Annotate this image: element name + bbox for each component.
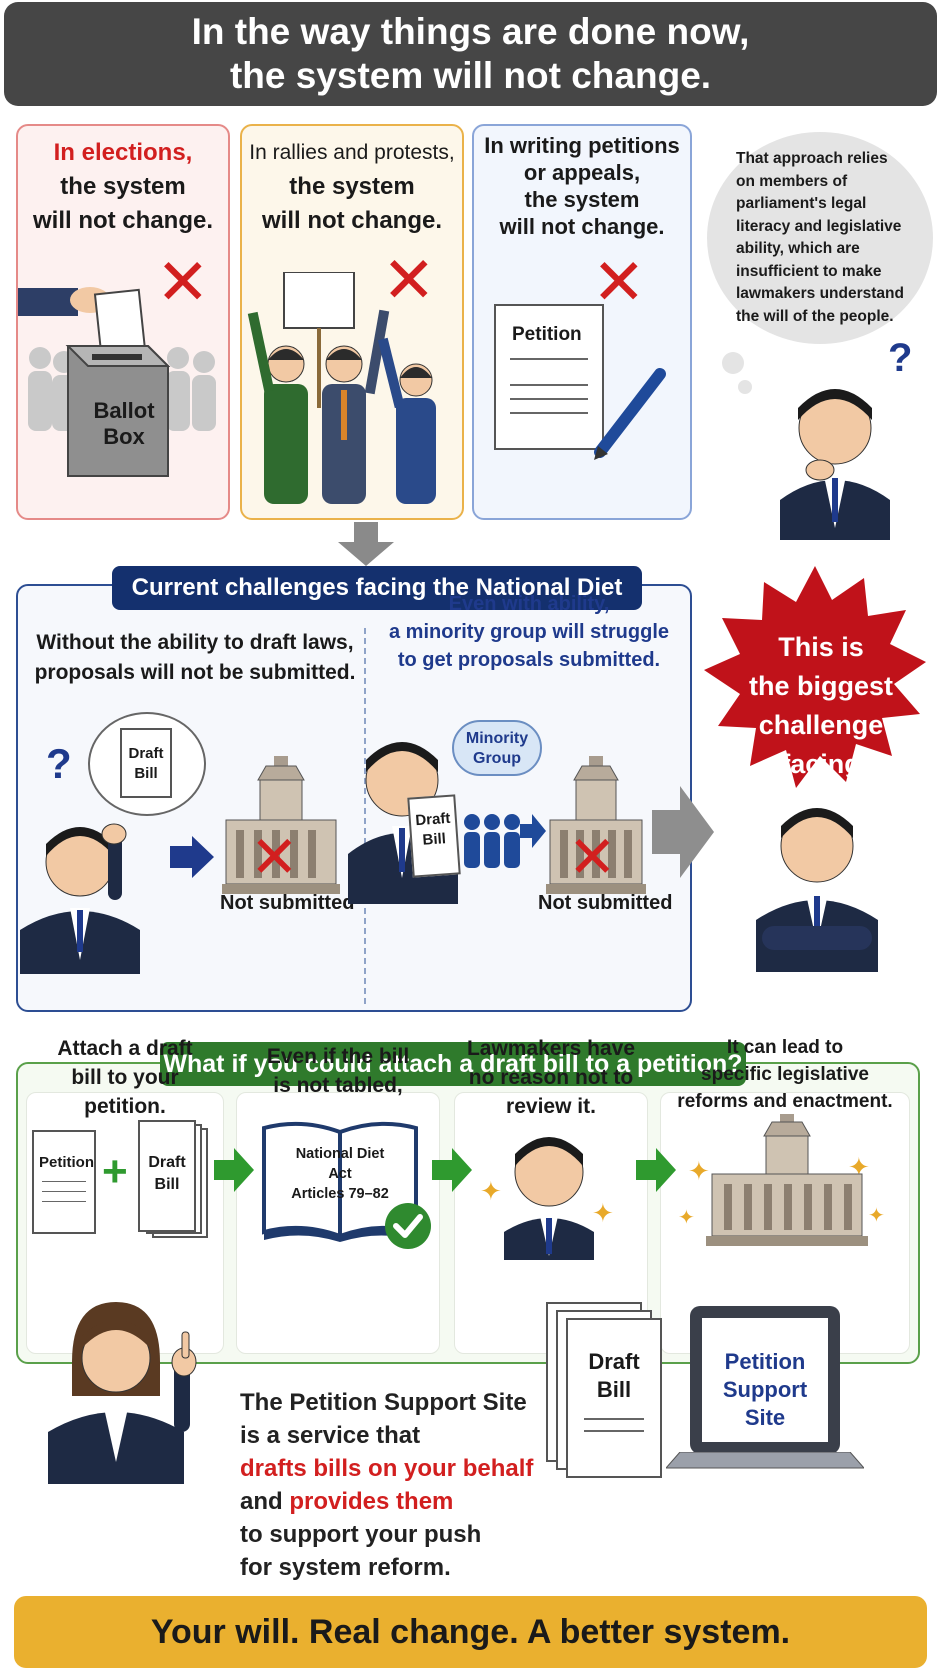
- challenge-left-text: Without the ability to draft laws, propo…: [34, 631, 356, 684]
- x-mark-icon: ✕: [250, 825, 299, 890]
- plus-icon: +: [102, 1147, 128, 1196]
- step-3-label: Lawmakers have no reason not to review i…: [466, 1037, 636, 1118]
- thought-bubble-dot: [738, 380, 752, 394]
- right-arrow-icon: [520, 814, 546, 848]
- svg-text:✦: ✦: [688, 1157, 710, 1187]
- green-arrow-icon: [214, 1148, 254, 1192]
- diet-building-icon: [546, 756, 646, 894]
- svg-text:✦: ✦: [480, 1177, 502, 1207]
- thought-bubble-dot: [722, 352, 744, 374]
- challenges-title: Current challenges facing the National D…: [112, 566, 642, 610]
- green-arrow-icon: [636, 1148, 676, 1192]
- elections-panel: In elections, the system will not change…: [16, 124, 230, 520]
- x-mark-icon: ✕: [382, 244, 436, 316]
- petition-document: Petition: [494, 304, 604, 450]
- not-submitted-label: Not submitted: [220, 892, 355, 914]
- thought-cloud: [707, 132, 933, 344]
- laptop-base: [666, 1452, 864, 1469]
- petitions-line-1: In writing petitions: [484, 133, 680, 158]
- draft-bill-stack: Draft Bill: [138, 1120, 196, 1232]
- green-arrow-icon: [432, 1148, 472, 1192]
- laptop-screen: Petition Support Site: [702, 1318, 828, 1442]
- svg-text:✦: ✦: [678, 1205, 695, 1229]
- footer-tagline: Your will. Real change. A better system.: [14, 1596, 927, 1668]
- ballot-illustration: [18, 287, 216, 477]
- step-4-label: It can lead to specific legislative refo…: [677, 1037, 893, 1112]
- book-text: National Diet Act Articles 79–82: [291, 1146, 389, 1202]
- elections-line-3: will not change.: [32, 207, 213, 234]
- confused-man-illustration: [20, 823, 140, 974]
- header-line-1: In the way things are done now,: [191, 11, 750, 52]
- x-mark-icon: ✕: [568, 825, 617, 890]
- thought-text: That approach relies on members of parli…: [736, 150, 904, 325]
- rallies-line-1: In rallies and protests,: [249, 141, 455, 164]
- solution-title: What if you could attach a draft bill to…: [160, 1042, 746, 1086]
- petitions-line-4: will not change.: [499, 214, 665, 239]
- rallies-line-3: will not change.: [261, 207, 442, 234]
- minority-group-bubble: Minority Group: [452, 720, 542, 776]
- elections-line-2: the system: [60, 173, 186, 200]
- page-header: In the way things are done now, the syst…: [4, 2, 937, 106]
- not-submitted-label: Not submitted: [538, 892, 673, 914]
- elections-line-1: In elections,: [53, 139, 193, 166]
- check-circle-icon: [385, 1203, 431, 1249]
- thinking-man-illustration: [780, 389, 890, 540]
- diet-building-icon: [222, 756, 340, 894]
- pen-icon: [594, 368, 666, 460]
- right-arrow-icon: [652, 786, 714, 878]
- step-1-label: Attach a draft bill to your petition.: [57, 1037, 193, 1118]
- x-mark-icon: ✕: [592, 246, 646, 318]
- rallies-line-2: the system: [289, 173, 415, 200]
- svg-text:✦: ✦: [868, 1203, 885, 1227]
- diet-building-icon: ✦ ✦ ✦ ✦: [678, 1114, 885, 1246]
- draft-bill-paper: Draft Bill: [407, 794, 461, 878]
- protest-illustration: [247, 272, 436, 504]
- challenge-right-text: Even with ability, a minority group will…: [388, 593, 670, 671]
- challenge-starburst: [704, 566, 926, 788]
- rallies-panel: In rallies and protests, the system will…: [240, 124, 464, 520]
- draft-bill-paper: Draft Bill: [120, 728, 172, 798]
- ballot-box-label: Ballot Box: [93, 398, 155, 449]
- draft-bill-stack: Draft Bill: [566, 1318, 662, 1478]
- down-arrow-icon: [338, 522, 394, 566]
- lawmaker-illustration: ✦ ✦: [480, 1137, 614, 1260]
- step-2-label: Even if the bill is not tabled,: [266, 1045, 410, 1097]
- x-mark-icon: ✕: [156, 246, 210, 318]
- question-mark-icon: ?: [46, 740, 72, 787]
- petition-document: Petition: [32, 1130, 96, 1234]
- arms-crossed-man-illustration: [756, 808, 878, 972]
- petitions-line-3: the system: [524, 187, 640, 212]
- svg-text:✦: ✦: [592, 1199, 614, 1229]
- right-arrow-icon: [170, 836, 214, 878]
- header-line-2: the system will not change.: [229, 55, 712, 96]
- petitions-line-2: or appeals,: [523, 160, 641, 185]
- challenges-divider: [364, 628, 366, 1004]
- petitions-panel: In writing petitions or appeals, the sys…: [472, 124, 692, 520]
- woman-pointing-illustration: [48, 1302, 197, 1484]
- service-description: The Petition Support Site is a service t…: [240, 1389, 534, 1581]
- question-mark-icon: ?: [888, 336, 913, 380]
- minority-group-icon: [464, 814, 520, 868]
